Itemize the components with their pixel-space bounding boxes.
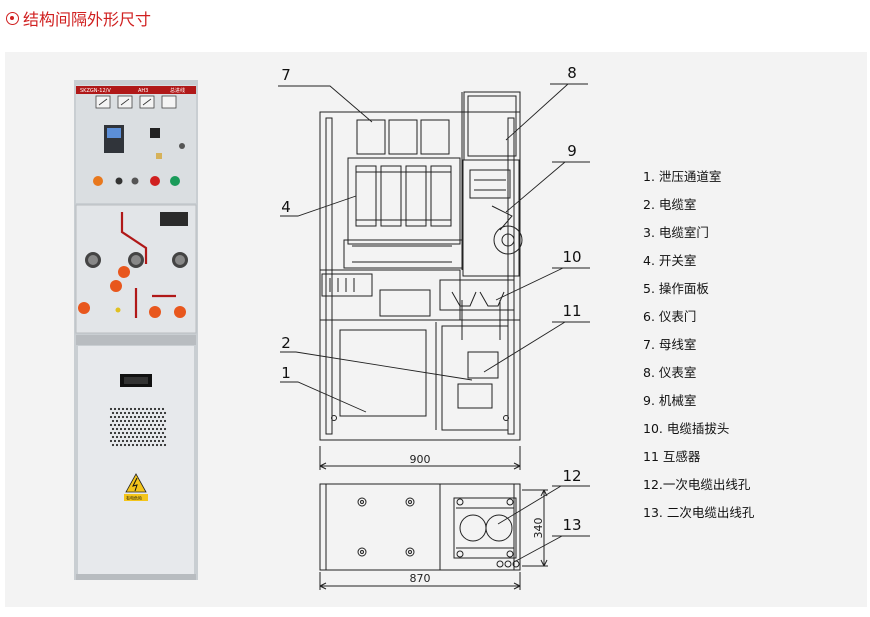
warning-icon bbox=[125, 473, 147, 493]
callout-12: 12 bbox=[562, 467, 581, 485]
vent-grille bbox=[108, 406, 167, 448]
legend: 1. 泄压通道室 2. 电缆室 3. 电缆室门 4. 开关室 5. 操作面板 6… bbox=[643, 163, 754, 527]
legend-item: 1. 泄压通道室 bbox=[643, 169, 722, 184]
legend-item: 7. 母线室 bbox=[643, 337, 697, 352]
callout-11: 11 bbox=[562, 302, 581, 320]
warning-label: 有电危险 bbox=[126, 495, 142, 501]
callout-10: 10 bbox=[562, 248, 581, 266]
callout-2: 2 bbox=[281, 334, 291, 352]
legend-item: 10. 电缆插拔头 bbox=[643, 421, 730, 436]
cabinet-name-label: 总进线 bbox=[170, 87, 185, 94]
target-icon bbox=[6, 11, 19, 25]
legend-item: 2. 电缆室 bbox=[643, 197, 697, 212]
legend-item: 11 互感器 bbox=[643, 449, 701, 464]
dimension-width-front: 900 bbox=[410, 453, 431, 466]
callout-leaders bbox=[278, 83, 590, 563]
legend-item: 12.一次电缆出线孔 bbox=[643, 477, 751, 492]
legend-item: 13. 二次电缆出线孔 bbox=[643, 505, 755, 520]
legend-item: 6. 仪表门 bbox=[643, 309, 697, 324]
callout-9: 9 bbox=[567, 142, 577, 160]
cabinet-code-label: AH3 bbox=[138, 88, 148, 94]
plan-drawing bbox=[319, 483, 548, 590]
callout-7: 7 bbox=[281, 66, 291, 84]
legend-item: 8. 仪表室 bbox=[643, 365, 697, 380]
section-header: 结构间隔外形尺寸 bbox=[6, 6, 151, 30]
elevation-drawing bbox=[319, 91, 523, 470]
legend-item: 4. 开关室 bbox=[643, 253, 697, 268]
legend-item: 9. 机械室 bbox=[643, 393, 697, 408]
page-title: 结构间隔外形尺寸 bbox=[23, 10, 152, 29]
legend-item: 3. 电缆室门 bbox=[643, 225, 709, 240]
callout-13: 13 bbox=[562, 516, 581, 534]
legend-item: 5. 操作面板 bbox=[643, 281, 709, 296]
callout-4: 4 bbox=[281, 198, 291, 216]
callout-8: 8 bbox=[567, 64, 577, 82]
cabinet-model-label: SKZGN-12/V bbox=[80, 88, 111, 94]
dimension-depth-plan: 340 bbox=[532, 518, 545, 539]
dimension-width-plan: 870 bbox=[410, 572, 431, 585]
cabinet-photo: SKZGN-12/V AH3 总进线 bbox=[74, 80, 198, 580]
callout-1: 1 bbox=[281, 364, 291, 382]
